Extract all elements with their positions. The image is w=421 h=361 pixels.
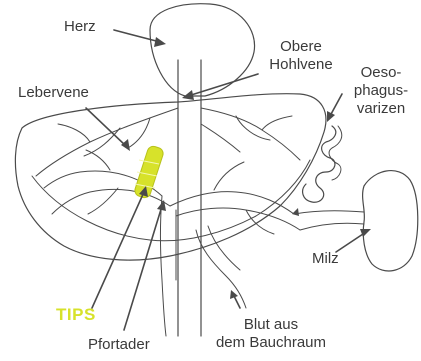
- arrow-pfortader: [124, 200, 166, 330]
- label-obere-hohlvene: Obere Hohlvene: [256, 38, 346, 74]
- spleen-outline: [363, 171, 418, 271]
- arrow-milz: [336, 229, 371, 252]
- label-herz: Herz: [64, 18, 96, 36]
- splenic-vein: [300, 223, 364, 230]
- label-blut-line1: Blut aus: [212, 316, 330, 334]
- hepatic-vein-branches: [36, 108, 300, 176]
- label-oesophagus-line3: varizen: [346, 100, 416, 118]
- label-pfortader: Pfortader: [88, 336, 150, 354]
- tips-stent: [133, 145, 164, 199]
- heart-outline: [150, 4, 255, 96]
- label-blut-line2: dem Bauchraum: [212, 334, 330, 352]
- label-lebervene: Lebervene: [18, 84, 89, 102]
- label-obere-hohlvene-line2: Hohlvene: [256, 56, 346, 74]
- splenic-vein-2: [294, 211, 364, 214]
- label-oesophagus-line2: phagus-: [346, 82, 416, 100]
- arrow-tips: [92, 186, 148, 308]
- liver-inner-edge: [32, 160, 310, 241]
- arrow-splenic-flow: [292, 208, 299, 216]
- arrow-oesophagus: [327, 94, 342, 122]
- label-obere-hohlvene-line1: Obere: [256, 38, 346, 56]
- label-blut-aus: Blut aus dem Bauchraum: [212, 316, 330, 352]
- label-milz: Milz: [312, 250, 339, 268]
- label-oesophagusvarizen: Oeso- phagus- varizen: [346, 64, 416, 118]
- mesenteric-vessel-2: [208, 226, 240, 270]
- arrow-herz: [114, 30, 166, 47]
- arrow-lebervene: [86, 108, 130, 151]
- label-tips: TIPS: [56, 306, 96, 324]
- label-oesophagus-line1: Oeso-: [346, 64, 416, 82]
